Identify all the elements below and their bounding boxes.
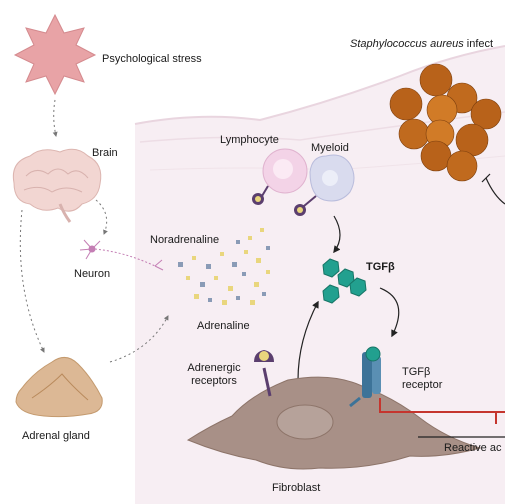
label-adrenaline: Adrenaline — [197, 320, 250, 332]
inhibit-line-reactive — [379, 398, 505, 424]
label-myeloid: Myeloid — [311, 142, 349, 154]
label-tgfb-receptor-line1: TGFβ — [402, 366, 431, 378]
tgfb-receptor-icon — [349, 346, 381, 408]
fibroblast-cell-icon — [186, 376, 482, 470]
ligand-particles — [178, 228, 270, 305]
arrow-brain-to-adrenal — [19, 209, 45, 353]
arrow-fibroblast-to-tgfb — [297, 300, 319, 381]
inhibit-line-bacteria — [481, 173, 505, 205]
label-adrenal-gland: Adrenal gland — [22, 430, 90, 442]
label-tgfb: TGFβ — [366, 261, 395, 273]
label-tgfb-receptor-line2: receptor — [402, 379, 443, 391]
brain-icon — [12, 148, 102, 223]
tgfb-ligand-icons — [322, 258, 367, 304]
arrow-myeloid-to-tgfb — [333, 215, 341, 254]
label-brain: Brain — [92, 147, 118, 159]
label-adrenergic-line1: Adrenergic — [187, 362, 241, 374]
arrow-tgfb-to-receptor — [379, 287, 400, 338]
adrenergic-receptor-icon — [254, 350, 274, 397]
bacteria-cluster-icon — [389, 63, 502, 182]
label-neuron: Neuron — [74, 268, 111, 280]
label-noradrenaline: Noradrenaline — [150, 234, 220, 246]
label-reactive: Reactive ac — [444, 442, 502, 454]
label-staphylococcus: Staphylococcus aureus infect — [350, 38, 493, 51]
label-staphylococcus-species: Staphylococcus aureus — [350, 38, 464, 50]
label-tgfb-receptor: TGFβ receptor — [402, 366, 442, 392]
label-adrenergic-receptors: Adrenergic receptors — [176, 362, 252, 388]
label-staphylococcus-suffix: infect — [466, 38, 494, 50]
arrow-brain-to-neuron — [95, 199, 108, 235]
lymphocyte-cell-icon — [252, 148, 308, 205]
label-fibroblast: Fibroblast — [272, 482, 321, 494]
label-psychological-stress: Psychological stress — [102, 53, 202, 65]
myeloid-cell-icon — [294, 154, 355, 216]
adrenal-gland-icon — [15, 357, 103, 418]
arrow-stress-to-brain — [52, 99, 58, 137]
label-lymphocyte: Lymphocyte — [220, 134, 279, 146]
stress-star-icon — [13, 13, 97, 96]
neuron-icon — [79, 239, 164, 271]
label-adrenergic-line2: receptors — [191, 375, 237, 387]
